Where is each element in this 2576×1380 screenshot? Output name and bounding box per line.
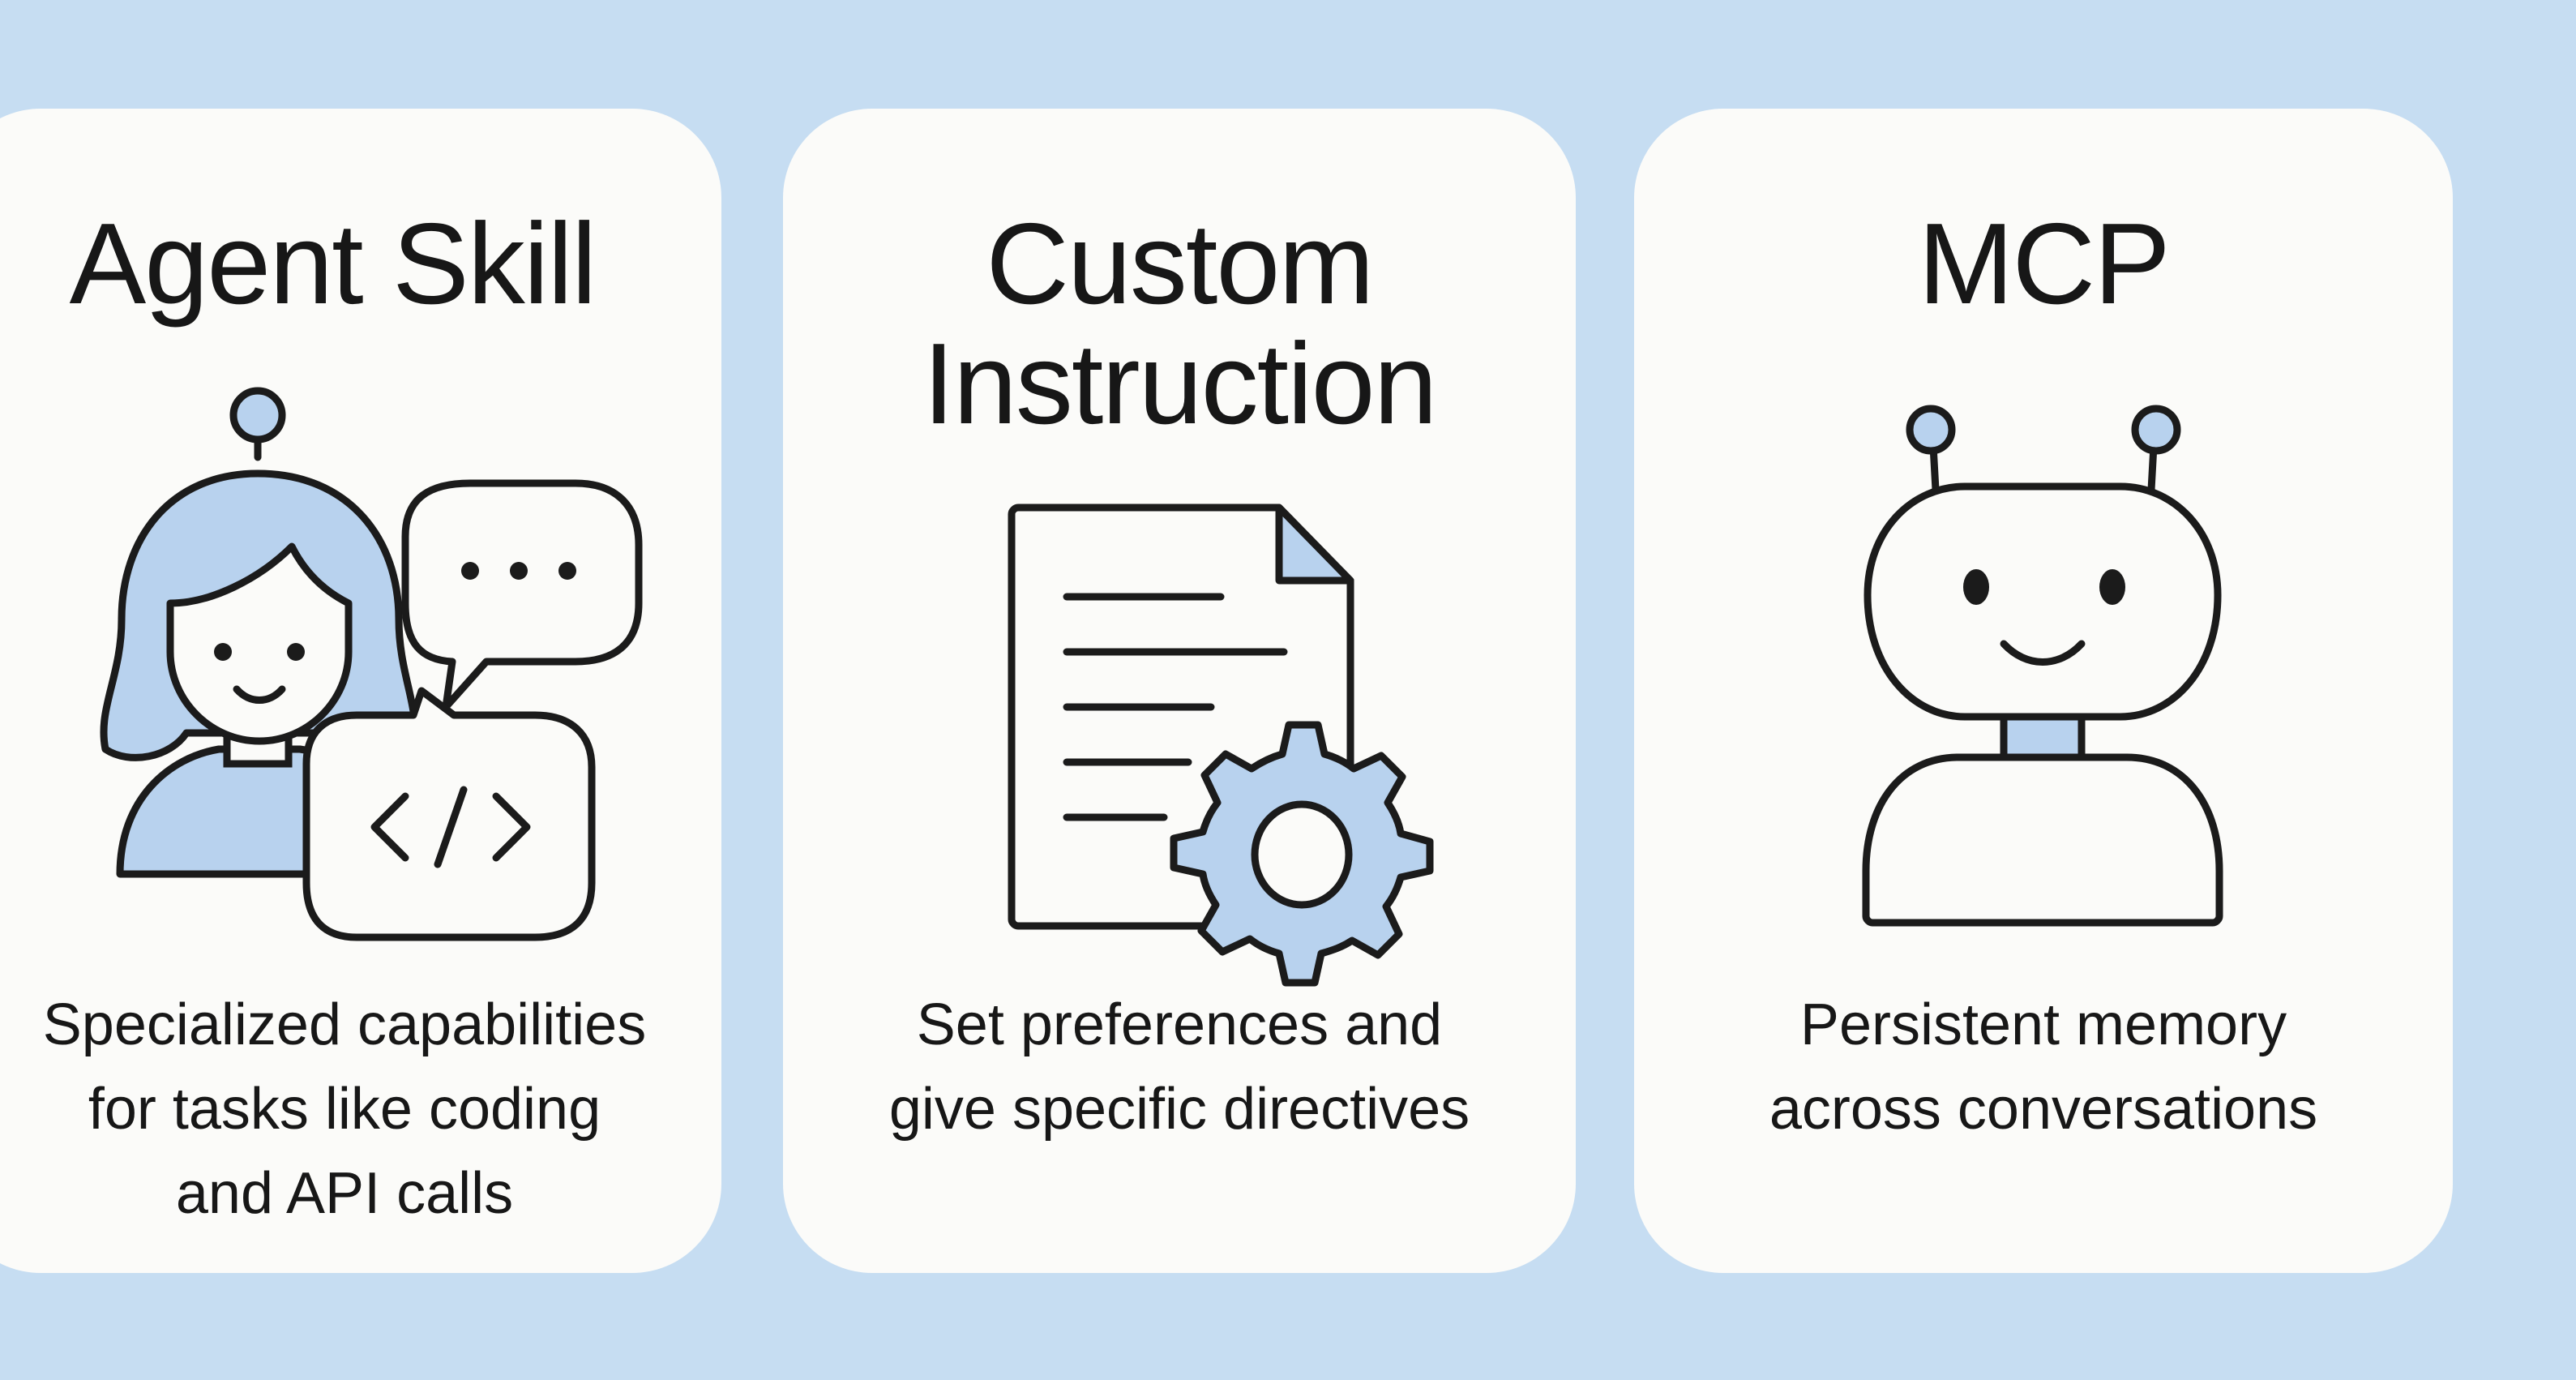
description-line: and API calls: [175, 1161, 514, 1226]
card-description: Specialized capabilities for tasks like …: [0, 983, 689, 1236]
description-line: Persistent memory: [1799, 992, 2287, 1057]
description-line: Set preferences and: [916, 992, 1443, 1057]
card-mcp: MCP Persistent memory across conversatio…: [1634, 109, 2453, 1273]
card-title: MCP: [1918, 199, 2171, 328]
description-line: for tasks like coding: [88, 1077, 601, 1142]
description-line: Specialized capabilities: [42, 992, 647, 1057]
description-line: give specific directives: [888, 1077, 1470, 1142]
card-description: Persistent memory across conversations: [1634, 983, 2453, 1151]
person-with-chat-and-code-icon: [0, 109, 721, 1273]
description-line: across conversations: [1769, 1077, 2318, 1142]
card-agent-skill: Agent Skill: [0, 109, 721, 1273]
card-description: Set preferences and give specific direct…: [783, 983, 1576, 1151]
document-with-gear-icon: [783, 109, 1576, 1273]
card-title: Agent Skill: [69, 199, 597, 328]
robot-icon: [1634, 109, 2453, 1273]
